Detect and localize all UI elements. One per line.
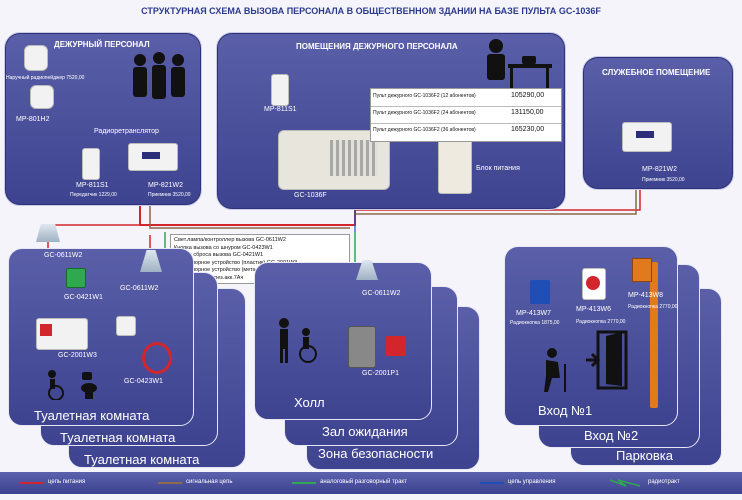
component-item: Переговорное устройство (пластик) GC-200… [174,259,298,266]
duty-staff-header: ДЕЖУРНЫЙ ПЕРСОНАЛ [54,40,150,49]
toilet-room-label-3: Туалетная комната [84,452,200,467]
toilet-reset-model: GC-0421W1 [64,294,103,301]
service-room-header: СЛУЖЕБНОЕ ПОМЕЩЕНИЕ [602,68,711,77]
hall-lamp-icon [356,260,378,280]
console-model: GC-1036F [294,192,327,199]
pager-model: MP-801H2 [16,116,50,123]
wheelchair-icon [42,370,70,400]
hall-room-label-1: Холл [294,395,325,410]
price-row: Пульт дежурного GC-1036F2 (36 абонентов)… [373,126,545,133]
legend-item-control: цепь управления [508,479,556,485]
legend-item-analog: аналоговый разговорный тракт [320,479,407,485]
toilet-cord-model: GC-0423W1 [124,378,163,385]
mp811s1-model: MP-811S1 [76,182,109,189]
psu-device [438,138,472,194]
mp811s1-room-device [271,74,289,106]
pager-device-icon-2 [30,85,54,109]
toilet-icon [80,372,98,400]
operator-desk-icon [482,34,554,90]
lamp-icon [36,224,60,242]
toilet-lamp1-model: GC-0611W2 [44,252,83,259]
parking-button-icon [632,258,652,282]
legend-item-signal: сигнальная цепь [186,479,233,485]
btn2-price: Радиокнопка 2770,00 [576,319,626,325]
service-mp821w2-device [622,122,672,152]
mp811s1-room-model: MP-811S1 [264,106,297,113]
btn1-model: MP-413W7 [516,310,552,317]
staff-people-icon [128,50,190,112]
entrance-room-label-3: Парковка [616,448,673,463]
component-item: Переговорное устройство (металл) GC-2001… [174,267,296,273]
hall-intercom-model: GC-2001P1 [362,370,399,377]
people-icon [272,318,324,364]
price-row: Пульт дежурного GC-1036F2 (24 абонентов)… [371,106,561,124]
psu-label: Блок питания [476,165,520,172]
sos-red-icon [586,276,600,290]
entrance-room-label-1: Вход №1 [538,403,593,418]
legend-bar: цепь питания сигнальная цепь аналоговый … [0,472,742,494]
metal-intercom-device [348,326,376,368]
mp811s1-device [82,148,100,180]
component-item: Кнопка сброса вызова GC-0421W1 [174,252,264,258]
pager-device-icon [24,45,48,71]
price-row: Пульт дежурного GC-1036F2 (12 абонентов)… [371,89,561,107]
legend-item-radio: радиотракт [648,479,680,485]
accessible-button-icon [530,280,550,304]
mp821w2-display-icon [142,152,160,159]
btn2-model: MP-413W6 [576,306,612,313]
cord-button-device [116,316,136,336]
service-mp821w2-price: Приемник 3520,00 [642,177,685,183]
btn3-model: MP-413W8 [628,292,664,299]
mp821w2-model: MP-821W2 [148,182,184,189]
power-line-left [47,224,150,232]
toilet-intercom-model: GC-2001W3 [58,352,97,359]
price-table: Пульт дежурного GC-1036F2 (12 абонентов)… [370,88,562,142]
page-title: СТРУКТУРНАЯ СХЕМА ВЫЗОВА ПЕРСОНАЛА В ОБЩ… [141,6,601,16]
intercom-red-icon [40,324,52,336]
hall-room-label-3: Зона безопасности [318,446,434,461]
service-display-icon [636,131,654,138]
toilet-room-label-2: Туалетная комната [60,430,176,445]
legend-item-power: цепь питания [48,479,86,485]
mp821w2-price: Приемник 3520,00 [148,192,191,198]
parking-post-icon [650,262,658,408]
toilet-room-label-1: Туалетная комната [34,408,150,423]
service-mp821w2-model: MP-821W2 [642,166,678,173]
duty-rooms-header: ПОМЕЩЕНИЯ ДЕЖУРНОГО ПЕРСОНАЛА [296,42,458,51]
mp811s1-price: Передатчик 1229,00 [70,192,117,198]
btn3-price: Радиокнопка 2770,00 [628,304,678,310]
exit-door-icon [584,330,630,390]
reset-button-icon [66,268,86,288]
component-item: Кнопка вызова со шнуром GC-0423W1 [174,244,273,251]
cord-icon [142,342,172,374]
toilet-lamp2-model: GC-0611W2 [120,285,159,292]
retransmitter-label: Радиоретранслятор [94,128,159,135]
sos-icon [386,336,406,356]
hall-lamp-model: GC-0611W2 [362,290,401,297]
console-keypad-icon [330,140,378,176]
component-item: Свет.лампа/контроллер вызова GC-0611W2 [174,237,286,243]
elderly-person-icon [538,348,574,394]
entrance-room-label-2: Вход №2 [584,428,639,443]
pager-label: Наручный радиопейджер 7520,00 [6,75,85,81]
btn1-price: Радиокнопка 1875,00 [510,320,560,326]
hall-room-label-2: Зал ожидания [322,424,408,439]
lamp-icon-2 [140,250,162,272]
